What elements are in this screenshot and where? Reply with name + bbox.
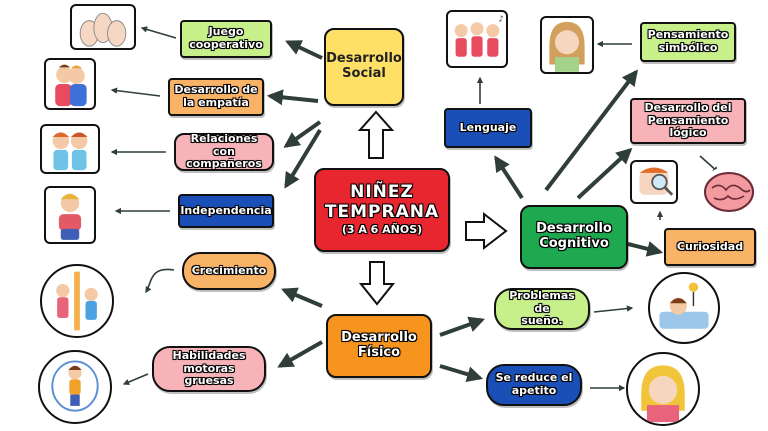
block-arrow-up — [357, 110, 395, 159]
node-relaciones: Relaciones con compañeros — [174, 132, 274, 171]
block-arrow-right — [465, 211, 508, 251]
branch-social: Desarrollo Social — [324, 28, 404, 106]
node-empatia: Desarrollo de la empatía — [168, 78, 264, 116]
node-lenguaje: Lenguaje — [444, 108, 532, 148]
child-dressing-illustration — [44, 186, 96, 244]
arrow-to-img-sueno — [593, 305, 634, 313]
arrow-social-empatia — [266, 89, 319, 106]
arrow-fis-sueno — [439, 316, 486, 337]
arrow-fis-crecimiento — [281, 287, 323, 308]
arrow-social-relaciones — [283, 120, 322, 148]
friends-illustration — [40, 124, 100, 174]
girl-not-eating-illustration — [626, 352, 700, 426]
arrow-to-img-habilidades — [122, 373, 149, 385]
arrow-cog-logico — [576, 147, 633, 200]
children-singing-illustration: ♪ — [446, 10, 508, 68]
arrow-social-independencia — [284, 128, 322, 189]
children-hugging-illustration — [44, 58, 96, 110]
branch-cognitivo: Desarrollo Cognitivo — [520, 205, 628, 269]
node-independencia: Independencia — [178, 194, 274, 228]
hands-together-illustration — [70, 4, 136, 50]
arrow-cog-simbolico — [544, 69, 638, 192]
node-juego-cooperativo: Juego cooperativo — [180, 20, 272, 58]
node-pensamiento-logico: Desarrollo del Pensamiento lógico — [630, 98, 746, 144]
node-problemas-sueno: Problemas de sueño. — [494, 288, 590, 330]
magnifying-glass-illustration — [630, 160, 678, 204]
node-pensamiento-simbolico: Pensamiento simbólico — [640, 22, 736, 62]
arrow-fis-habilidades — [277, 340, 323, 368]
center-node: NIÑEZ TEMPRANA (3 A 6 AÑOS) — [314, 168, 450, 252]
brain-illustration — [702, 166, 756, 216]
block-arrow-down — [358, 261, 396, 306]
arrow-social-juego — [285, 40, 323, 60]
svg-text:♪: ♪ — [498, 13, 503, 23]
node-reduce-apetito: Se reduce el apetito — [486, 364, 582, 406]
node-habilidades-motoras: Habilidades motoras gruesas — [152, 346, 266, 392]
node-curiosidad: Curiosidad — [664, 228, 756, 266]
center-subtitle: (3 A 6 AÑOS) — [341, 223, 423, 237]
child-sleeping-illustration — [648, 272, 720, 344]
arrow-cog-lenguaje — [494, 155, 524, 200]
arrow-to-img-empatia — [110, 87, 161, 97]
node-crecimiento: Crecimiento — [182, 252, 276, 290]
arrow-to-img-crecimiento — [145, 268, 175, 294]
arrow-fis-apetito — [439, 364, 484, 382]
arrow-cog-curiosidad — [627, 241, 664, 257]
child-jumping-rope-illustration — [38, 350, 112, 424]
branch-fisico: Desarrollo Físico — [326, 314, 432, 378]
center-title: NIÑEZ TEMPRANA — [324, 182, 440, 222]
thinking-girl-illustration — [540, 16, 594, 74]
children-height-illustration — [40, 264, 114, 338]
arrow-to-img-juego — [140, 26, 177, 39]
